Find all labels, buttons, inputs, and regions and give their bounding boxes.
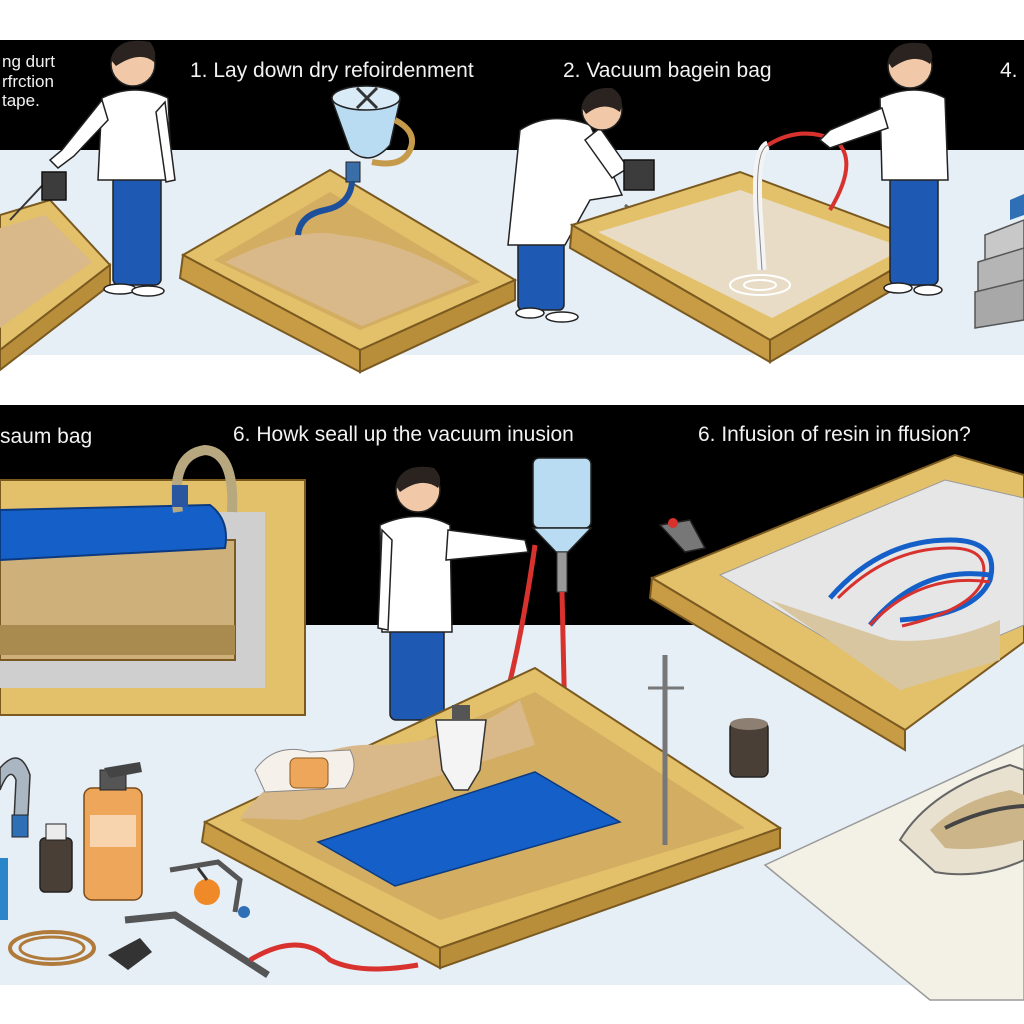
caption-step-1: 1. Lay down dry refoirdenment [190,59,474,82]
mould-big [200,655,783,970]
resin-funnel [295,85,416,236]
tools [0,757,419,978]
finished-part-plate [763,744,1024,1001]
worker-2 [507,87,693,323]
mould-infusion [648,453,1024,752]
caption-step-6a: 6. Howk seall up the vacuum inusion [233,423,574,446]
caption-step-6b: 6. Infusion of resin in ffusion? [698,423,971,446]
worker-4 [377,466,529,721]
mould-1 [178,168,518,374]
worker-3 [818,42,949,296]
stacked-plates [974,194,1024,329]
caption-step-4-fragment: 4. [1000,59,1018,82]
caption-top-left-fragment: ng durt rfrction tape. [2,52,55,111]
worker-1 [41,40,176,297]
mould-left-top [0,174,112,372]
vacuum-bag-mould [0,444,306,716]
caption-bottom-left-fragment: saum bag [0,425,93,448]
caption-step-2: 2. Vacuum bagein bag [563,59,772,82]
